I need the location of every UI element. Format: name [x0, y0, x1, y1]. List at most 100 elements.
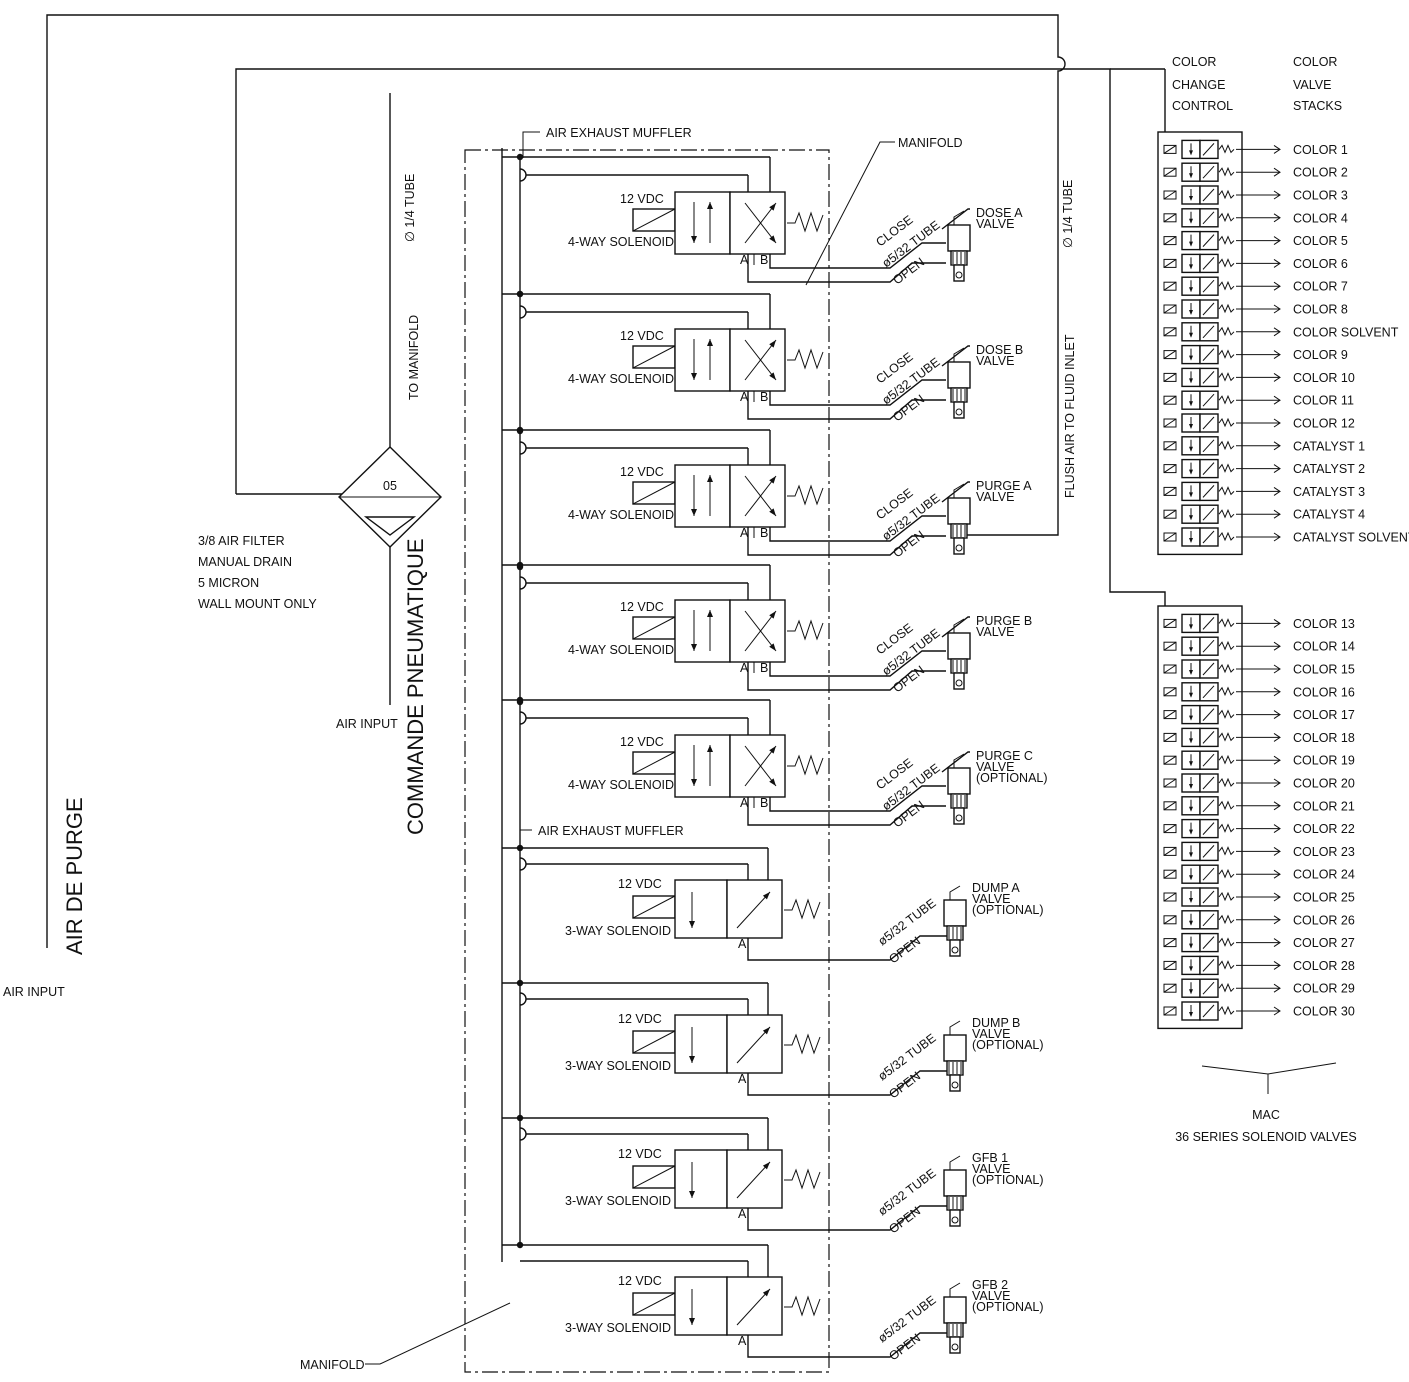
four-way-label: 4-WAY SOLENOID — [568, 643, 674, 657]
commande-pneumatique-label: COMMANDE PNEUMATIQUE — [403, 538, 428, 835]
valve-label-tw4-0: GFB 2 — [972, 1278, 1008, 1292]
stack-output-label: CATALYST 2 — [1293, 462, 1365, 476]
stack-output-label: COLOR 21 — [1293, 799, 1355, 813]
stack-valve-row: CATALYST SOLVENT — [1163, 527, 1409, 547]
tube-quarter-left-label: ∅ 1/4 TUBE — [403, 174, 417, 242]
voltage-label: 12 VDC — [618, 877, 662, 891]
four-way-label: 4-WAY SOLENOID — [568, 778, 674, 792]
control-air-line — [235, 68, 1166, 606]
three-way-label: 3-WAY SOLENOID — [565, 924, 671, 938]
port-a-label: A — [738, 1072, 747, 1086]
stack-output-label: COLOR 15 — [1293, 663, 1355, 677]
stack-output-label: COLOR 12 — [1293, 417, 1355, 431]
stack-valve-row: COLOR 25 — [1163, 887, 1355, 907]
air-filter: 05 — [338, 93, 442, 705]
cvs-label-2: VALVE — [1293, 78, 1331, 92]
stack-valve-row: COLOR 8 — [1163, 299, 1348, 319]
voltage-label: 12 VDC — [620, 735, 664, 749]
air-de-purge-label: AIR DE PURGE — [62, 797, 87, 955]
stack-valve-row: COLOR 19 — [1163, 750, 1355, 770]
filter-desc-4: WALL MOUNT ONLY — [198, 597, 317, 611]
four-way-label: 4-WAY SOLENOID — [568, 235, 674, 249]
stack-output-label: COLOR 26 — [1293, 913, 1355, 927]
stack-output-label: COLOR 16 — [1293, 685, 1355, 699]
stack-output-label: COLOR 11 — [1293, 394, 1354, 408]
cc-label-3: CONTROL — [1172, 99, 1233, 113]
valve-label-fw2-0: DOSE B — [976, 343, 1023, 357]
port-a-label: A — [740, 253, 749, 267]
four-way-label: 4-WAY SOLENOID — [568, 372, 674, 386]
stack-valve-row: COLOR 29 — [1163, 978, 1355, 998]
stack-valve-row: CATALYST 4 — [1163, 504, 1365, 524]
port-a-label: A — [738, 1334, 747, 1348]
stack-output-label: COLOR 30 — [1293, 1005, 1355, 1019]
stack-valve-row: COLOR 4 — [1163, 208, 1348, 228]
to-manifold-label: TO MANIFOLD — [407, 315, 421, 400]
stack-valve-row: COLOR 2 — [1163, 162, 1348, 182]
stack-valve-row: COLOR 10 — [1163, 367, 1355, 388]
valve-label-fw2-1: VALVE — [976, 354, 1014, 368]
stack-output-label: CATALYST 4 — [1293, 508, 1365, 522]
stack-valve-row: COLOR 28 — [1163, 955, 1355, 976]
port-a-label: A — [738, 1207, 747, 1221]
valve-label-fw3-1: VALVE — [976, 490, 1014, 504]
port-a-label: A — [740, 526, 749, 540]
stack-output-label: COLOR 14 — [1293, 640, 1355, 654]
valve-label-fw5-2: (OPTIONAL) — [976, 771, 1048, 785]
stack-output-label: COLOR 5 — [1293, 234, 1348, 248]
stack-valve-row: COLOR 6 — [1163, 253, 1348, 274]
valve-label-fw5-0: PURGE C — [976, 749, 1033, 763]
stack-output-label: COLOR 20 — [1293, 777, 1355, 791]
stack-output-label: CATALYST 1 — [1293, 439, 1365, 453]
stack-valve-row: COLOR 13 — [1163, 613, 1355, 634]
manifold-outline — [464, 149, 830, 1373]
port-b-label: B — [760, 390, 768, 404]
stack-valve-row: COLOR 7 — [1163, 276, 1348, 296]
stack-output-label: COLOR 24 — [1293, 868, 1355, 882]
stack-output-label: COLOR 6 — [1293, 257, 1348, 271]
manifold-bus — [501, 148, 521, 1262]
air-exhaust-muffler-bottom: AIR EXHAUST MUFFLER — [538, 824, 684, 838]
voltage-label: 12 VDC — [618, 1012, 662, 1026]
stack-valve-row: COLOR 15 — [1163, 659, 1355, 679]
stack-output-label: CATALYST SOLVENT — [1293, 531, 1409, 545]
voltage-label: 12 VDC — [618, 1274, 662, 1288]
filter-desc-2: MANUAL DRAIN — [198, 555, 292, 569]
cvs-label-1: COLOR — [1293, 55, 1337, 69]
stack-valve-row: COLOR 12 — [1163, 413, 1355, 433]
stack-output-label: COLOR 8 — [1293, 303, 1348, 317]
filter-desc-1: 3/8 AIR FILTER — [198, 534, 285, 548]
stack-valve-row: COLOR 23 — [1163, 841, 1355, 862]
stack-valve-row: CATALYST 3 — [1163, 481, 1365, 502]
cvs-label-3: STACKS — [1293, 99, 1342, 113]
port-a-label: A — [740, 390, 749, 404]
stack-valve-row: COLOR 14 — [1163, 636, 1355, 656]
stack-output-label: COLOR 22 — [1293, 822, 1355, 836]
valve-label-fw4-1: VALVE — [976, 625, 1014, 639]
three-way-label: 3-WAY SOLENOID — [565, 1321, 671, 1335]
stack-valve-row: COLOR 21 — [1163, 796, 1355, 816]
cc-label-1: COLOR — [1172, 55, 1216, 69]
stack-valve-row: COLOR 5 — [1163, 230, 1348, 251]
stack-output-label: COLOR 29 — [1293, 982, 1355, 996]
stack-output-label: COLOR 2 — [1293, 166, 1348, 180]
mac-caption-2: 36 SERIES SOLENOID VALVES — [1175, 1130, 1357, 1144]
stack-valve-row: COLOR 18 — [1163, 727, 1355, 748]
three-way-label: 3-WAY SOLENOID — [565, 1059, 671, 1073]
stack-valve-row: CATALYST 2 — [1163, 458, 1365, 479]
stack-output-label: COLOR 27 — [1293, 936, 1355, 950]
air-exhaust-muffler-top: AIR EXHAUST MUFFLER — [546, 126, 692, 140]
manifold-bottom-label: MANIFOLD — [300, 1358, 365, 1372]
